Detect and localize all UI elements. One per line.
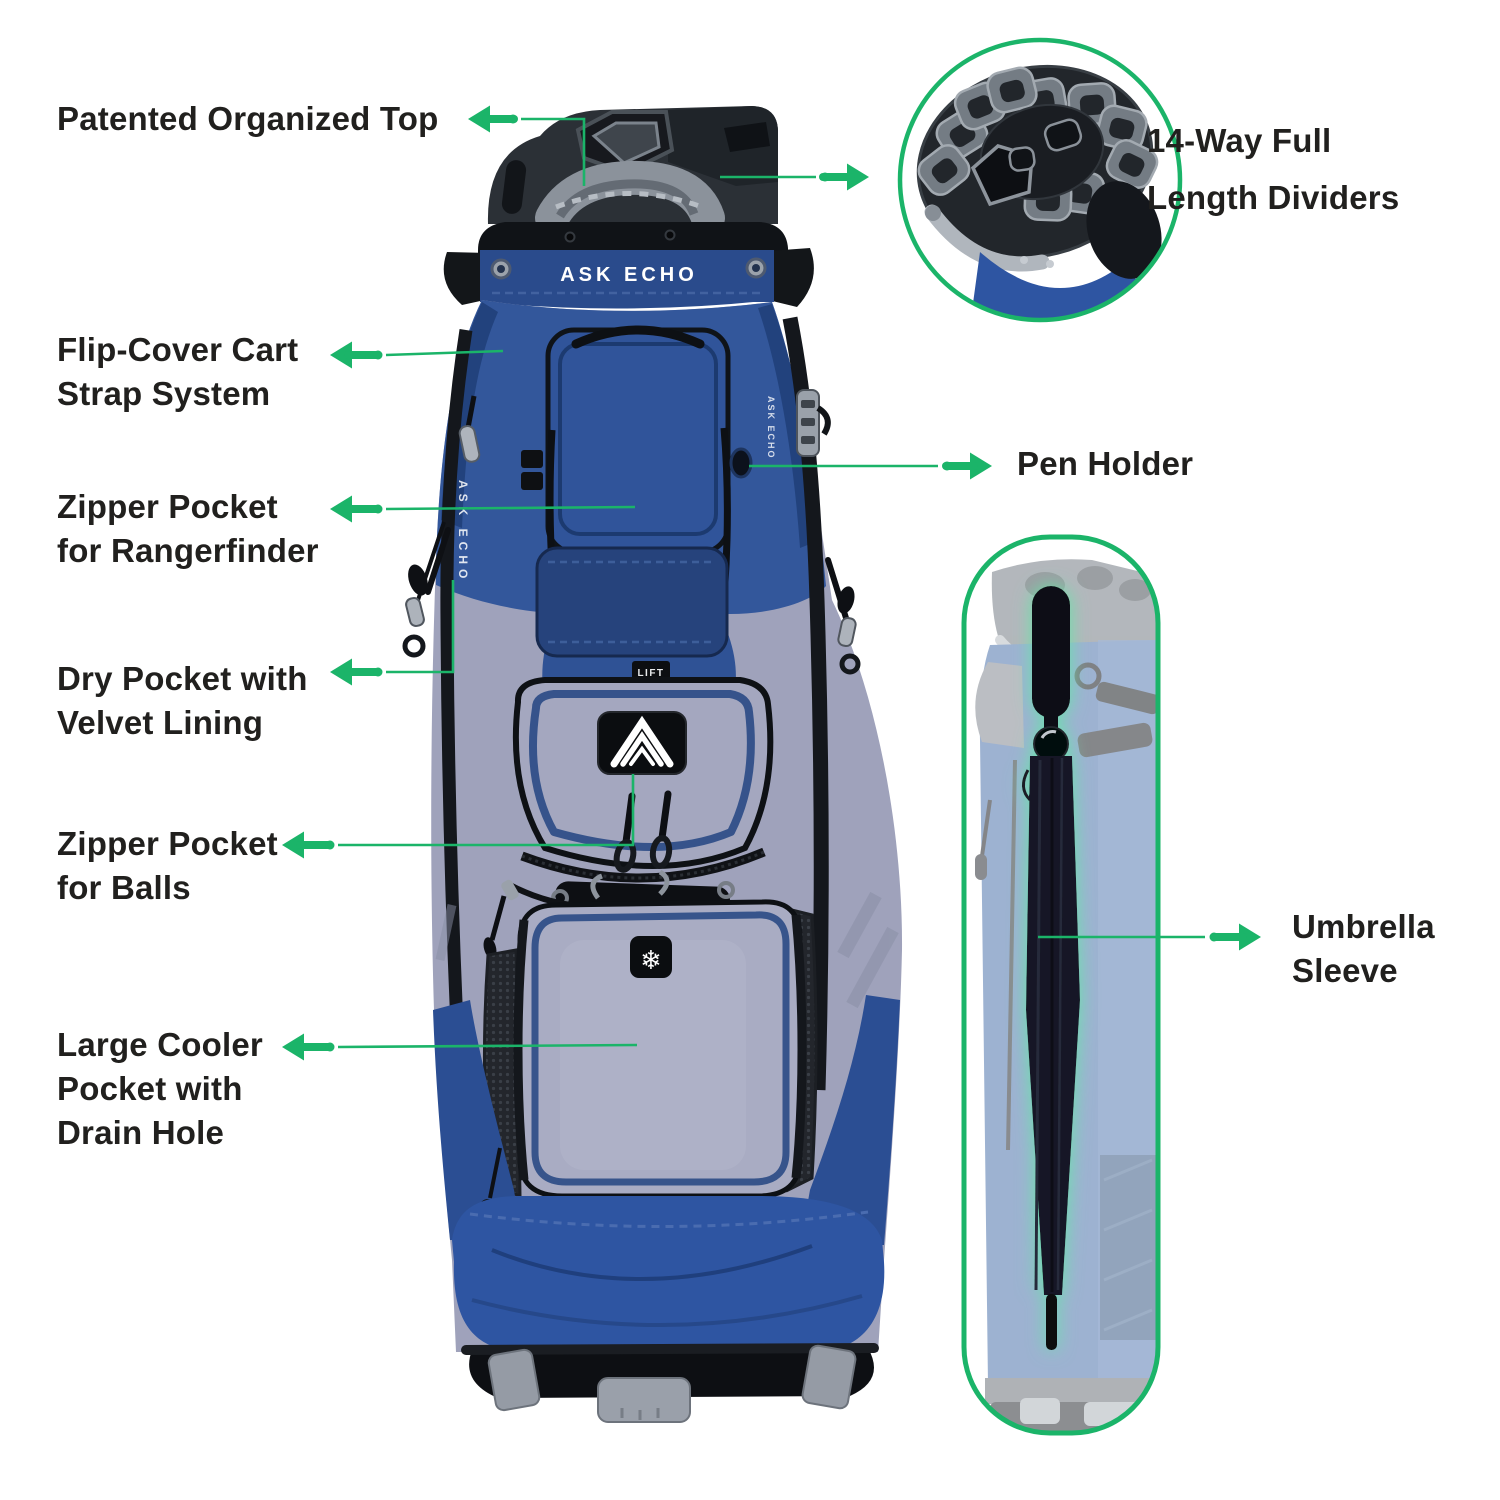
dry-pocket <box>535 546 729 658</box>
umbrella-inset-ring <box>961 534 1161 1436</box>
side-chevron-watermark <box>435 891 899 1009</box>
brand-logo-icon <box>610 715 674 768</box>
leader-dot <box>508 114 518 124</box>
leader-dot <box>373 667 383 677</box>
bag-base <box>461 1343 879 1423</box>
leader-pen-holder <box>749 453 992 480</box>
brand-logo-patch <box>597 711 687 775</box>
right-arrow-icon <box>1215 924 1261 951</box>
left-arrow-icon <box>330 659 376 686</box>
bag-foot <box>487 1348 541 1412</box>
callout-label-umbrella: Umbrella Sleeve <box>1292 908 1435 989</box>
organizer-top <box>478 106 788 256</box>
golf-bag-photo: ASK ECHO <box>402 106 903 1423</box>
leader-patented-top <box>468 106 586 186</box>
ball-pocket-flap <box>512 677 774 883</box>
leader-umbrella <box>1038 924 1261 951</box>
right-arrow-icon <box>823 164 869 191</box>
leader-dry-pocket <box>330 580 455 686</box>
zipper-pulls <box>402 521 861 675</box>
callout-label-ball-pocket: Zipper Pocket for Balls <box>57 825 278 906</box>
leader-flip-cover <box>330 342 504 369</box>
leader-dot <box>325 1042 335 1052</box>
side-brand-text: ASK ECHO <box>456 480 470 583</box>
left-arrow-icon <box>282 1034 328 1061</box>
collar-band: ASK ECHO <box>480 250 774 309</box>
dividers-inset-ring <box>897 37 1183 323</box>
callout-label-pen-holder: Pen Holder <box>1017 445 1194 482</box>
lift-tag: LIFT <box>632 661 670 681</box>
callout-label-dividers: 14-Way Full Length Dividers <box>1147 122 1400 216</box>
callout-label-dry-pocket: Dry Pocket with Velvet Lining <box>57 660 308 741</box>
leader-ball-pocket <box>282 774 635 859</box>
snowflake-icon: ❄ <box>640 946 662 976</box>
umbrella <box>1022 586 1080 1350</box>
bag-foot <box>801 1344 857 1410</box>
left-arrow-icon <box>282 832 328 859</box>
leader-cooler <box>282 1034 638 1061</box>
right-wing <box>764 248 814 307</box>
left-arrow-icon <box>330 342 376 369</box>
cooler-pocket: ❄ <box>479 899 807 1217</box>
leader-dot <box>373 350 383 360</box>
bag-foot <box>597 1377 691 1423</box>
callout-label-cooler: Large Cooler Pocket with Drain Hole <box>57 1026 263 1151</box>
umbrella-inset <box>961 534 1161 1436</box>
leader-rangefinder <box>330 496 636 523</box>
strap-buckle <box>796 389 831 457</box>
left-arrow-icon <box>468 106 514 133</box>
right-arrow-icon <box>946 453 992 480</box>
top-handle <box>535 160 725 235</box>
dividers-inset <box>897 37 1183 323</box>
callout-label-patented-top: Patented Organized Top <box>57 100 439 137</box>
bottom-wrap <box>452 1196 885 1352</box>
pen-holder-hole <box>729 447 753 479</box>
svg-text:LIFT: LIFT <box>637 668 664 679</box>
leader-dot <box>373 504 383 514</box>
snowflake-badge: ❄ <box>630 936 672 978</box>
callout-leaders <box>282 106 1261 1061</box>
leader-dot <box>325 840 335 850</box>
callout-label-flip-cover: Flip-Cover Cart Strap System <box>57 331 299 412</box>
side-brand-text: ASK ECHO <box>766 396 776 460</box>
leader-dividers <box>720 164 869 191</box>
callout-label-rangefinder: Zipper Pocket for Rangerfinder <box>57 488 319 569</box>
brand-text: ASK ECHO <box>560 264 698 286</box>
left-arrow-icon <box>330 496 376 523</box>
